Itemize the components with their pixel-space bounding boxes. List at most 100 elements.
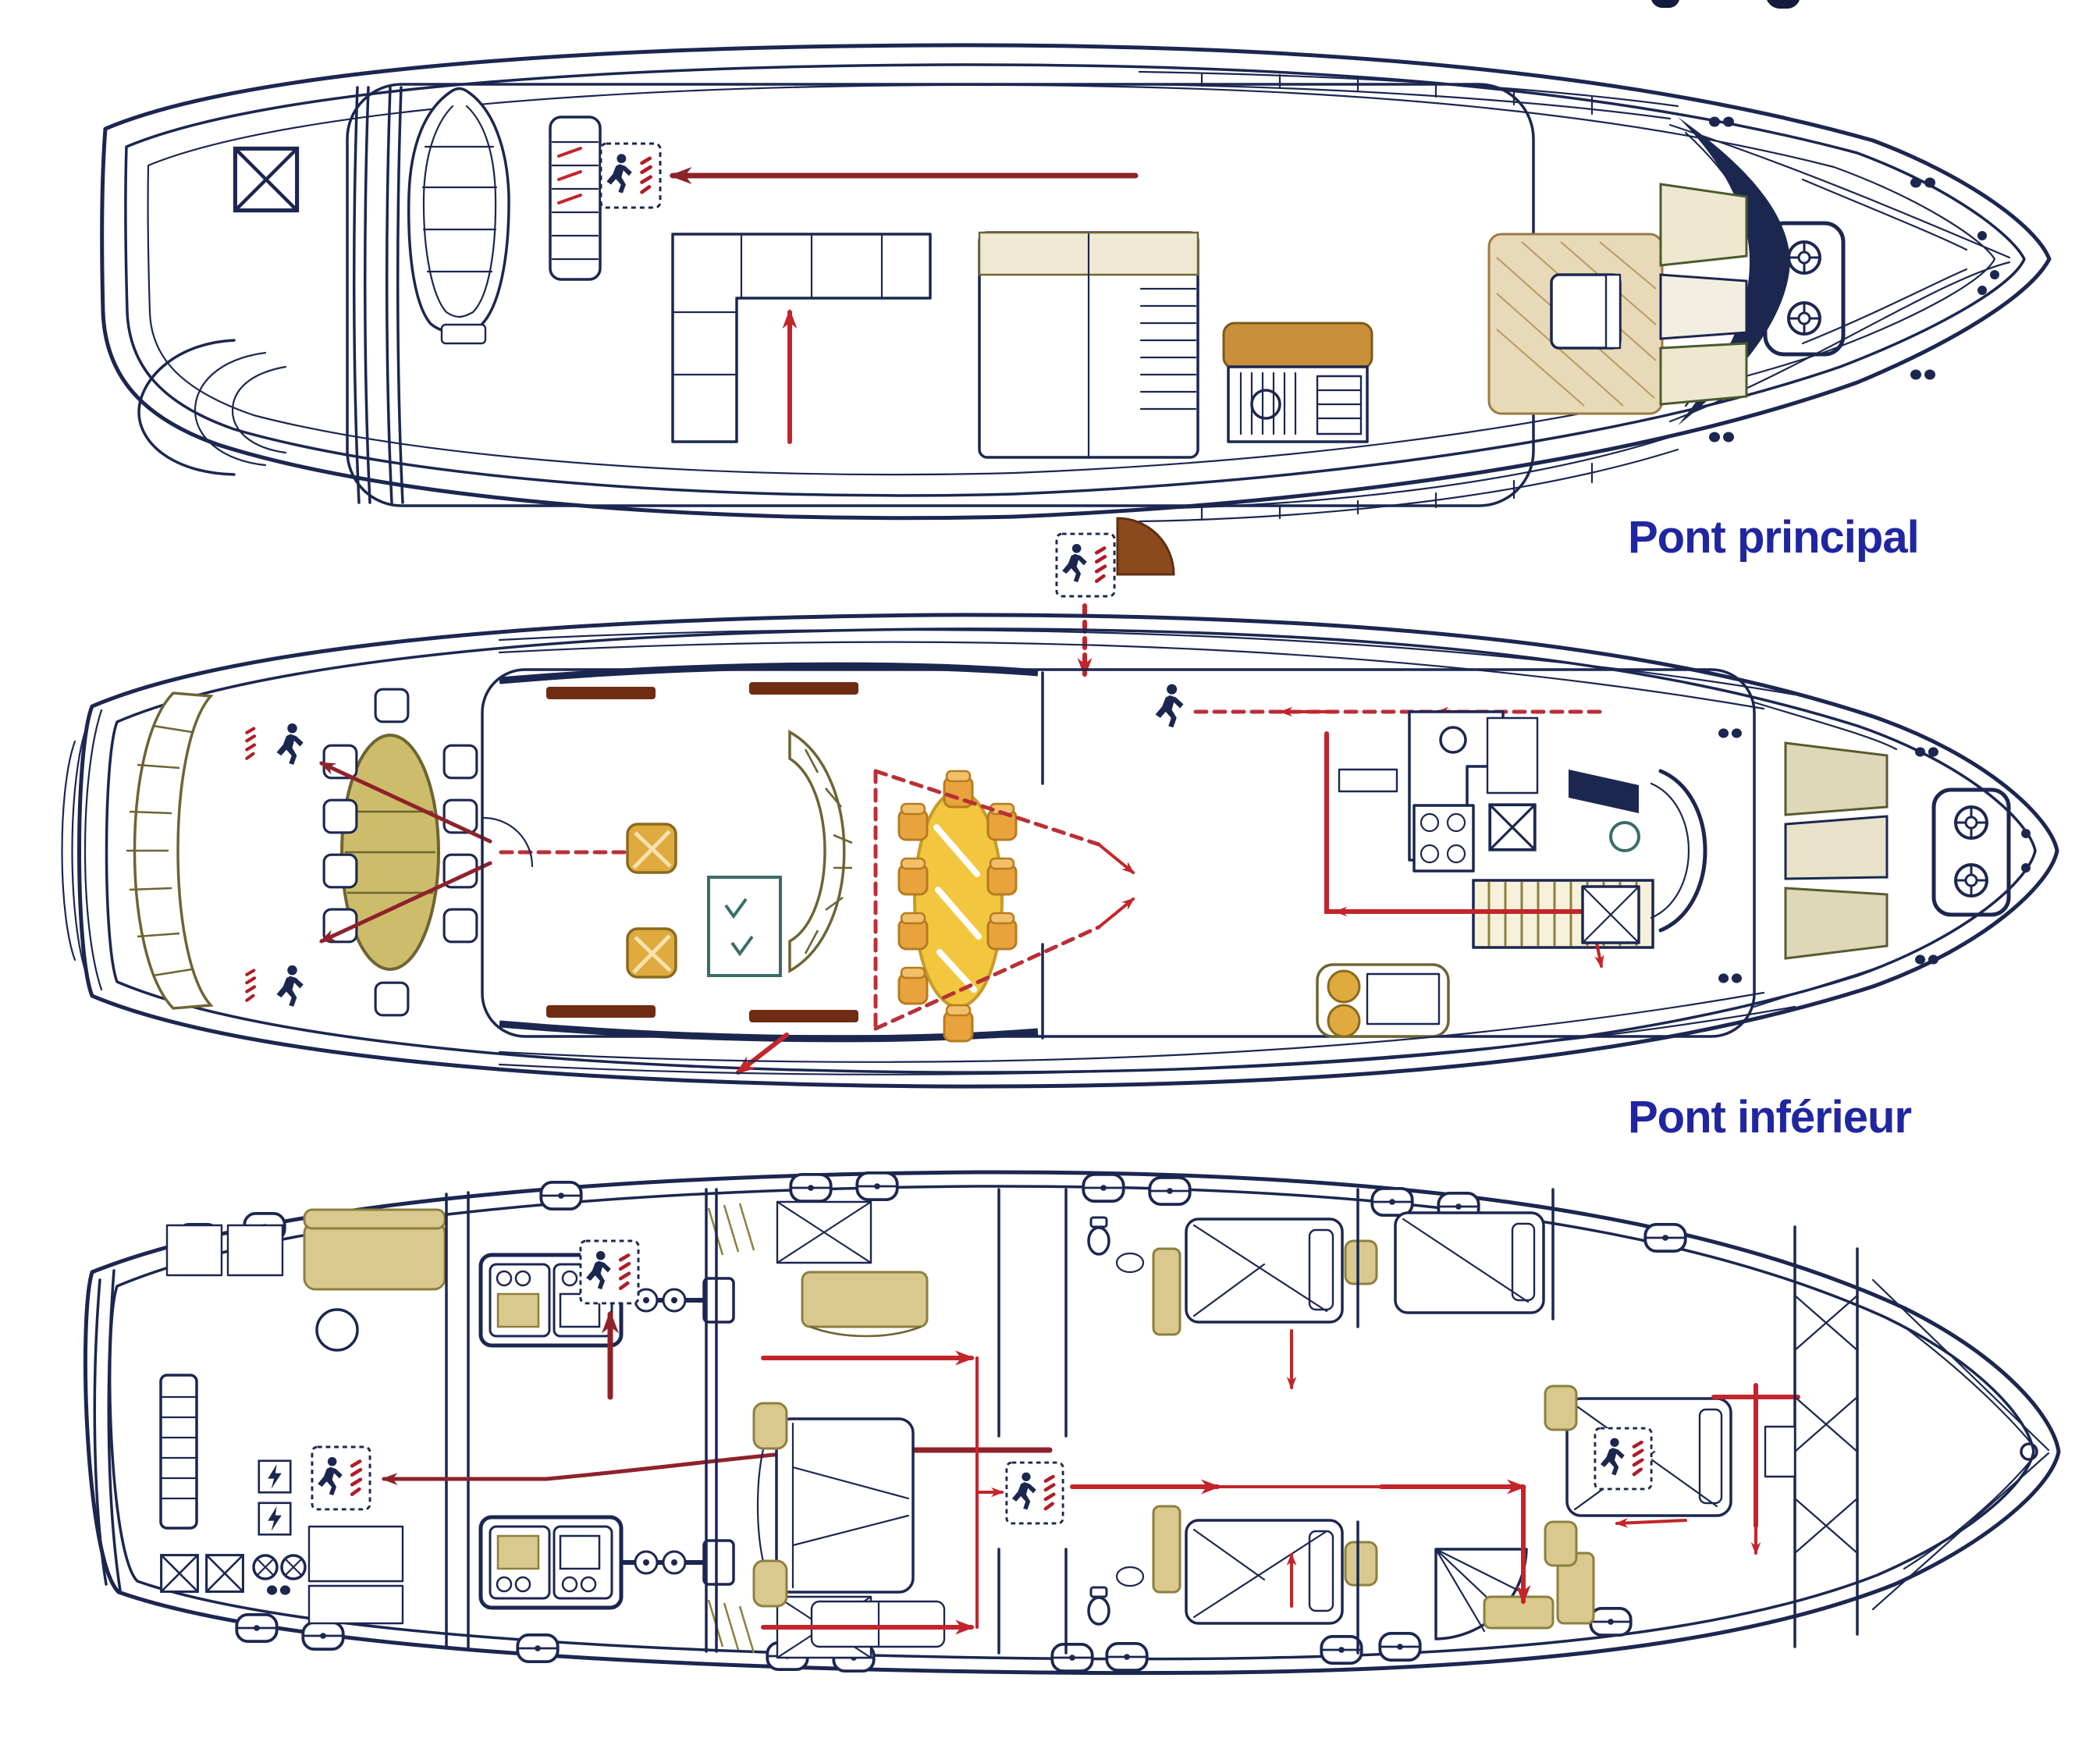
deck-chair (442, 908, 478, 944)
cleat-icon (1718, 728, 1742, 738)
bar-sink (1250, 389, 1281, 420)
aft-bench (133, 691, 214, 1010)
running-man-icon (276, 965, 304, 1007)
coffee-table (707, 876, 782, 977)
lazarette-box (165, 1224, 223, 1277)
running-man-icon (276, 723, 304, 765)
steering-gear (252, 1554, 307, 1595)
storage-box (235, 148, 297, 210)
hull-outline (100, 43, 2052, 521)
dining-chair (986, 857, 1018, 896)
sunpad (978, 231, 1199, 459)
cleat-icon (1709, 432, 1734, 443)
exit-sign (1007, 1463, 1063, 1523)
exit-sign (1057, 534, 1114, 596)
dining-chair (897, 802, 929, 841)
dinette (1316, 963, 1450, 1038)
wet-bar (1222, 322, 1373, 443)
stern-platform (93, 1224, 307, 1595)
crew-cabinet (307, 1584, 404, 1625)
cabin-walls (1356, 1188, 1555, 1655)
bow-taper-lines (1753, 701, 1898, 1008)
escape-route-dashed (873, 769, 1101, 1031)
window-sill (546, 1005, 656, 1018)
gold-armchair (627, 824, 676, 873)
deck-chair (322, 798, 358, 834)
compass (1609, 821, 1640, 852)
deck-chair (322, 853, 358, 889)
cabinet (1152, 1247, 1181, 1336)
master-bed (752, 1402, 915, 1608)
window-band-top (499, 662, 1039, 684)
dining-chair (897, 966, 929, 1005)
stairs-down-exit (1057, 517, 1175, 678)
crew-quarters (303, 1191, 470, 1650)
helm-seat (1581, 885, 1640, 944)
corridor-and-baths (997, 1188, 1181, 1655)
corridor-walls (997, 1188, 1068, 1655)
escape-route-arrow (1097, 843, 1135, 874)
caption-lower-deck: Pont inférieur (1628, 1092, 1912, 1143)
upper-deck-plan (100, 43, 2052, 678)
dining-area (897, 770, 1018, 1043)
island-shelf (1338, 768, 1398, 793)
guest-bed (1185, 1519, 1378, 1625)
watertight-door (1764, 1425, 1796, 1478)
lightning-icon (258, 1459, 292, 1494)
windshield-pane (1784, 887, 1889, 960)
instrument-wedge (1569, 770, 1639, 813)
anchor-windlass (1763, 221, 1846, 357)
partition (445, 1191, 470, 1650)
escape-route-arrow (318, 761, 492, 844)
x-box-icon (1488, 803, 1537, 851)
escape-route-arrow (318, 861, 492, 944)
wheelhouse (498, 628, 2031, 1075)
window-sill (546, 687, 656, 699)
stool (1327, 1004, 1361, 1038)
crew-settee (303, 1221, 446, 1291)
guest-cabins (1070, 1188, 1595, 1655)
exit-sign (581, 1241, 638, 1303)
red-tread-marks (557, 147, 582, 204)
radar-arch-legs (352, 86, 404, 504)
curved-sofa (788, 730, 846, 973)
gold-armchair (627, 929, 676, 977)
hatch-panel (1659, 273, 1748, 340)
transom-steps (61, 709, 103, 991)
stern-seat-arc2 (231, 365, 287, 454)
fridge (1486, 716, 1539, 794)
aft-deck (126, 688, 627, 1017)
tender-dinghy (407, 87, 510, 345)
x-box-icon (160, 1554, 199, 1593)
sink (1115, 1566, 1145, 1587)
guest-bed (1185, 1217, 1378, 1324)
hatch-panel (1659, 342, 1748, 406)
bow-fitting (2020, 1442, 2038, 1461)
cabinet (1152, 1505, 1181, 1594)
red-chevrons-icon (247, 971, 254, 1001)
winch-icon (1954, 863, 1988, 898)
exit-sign (601, 144, 660, 208)
hull-outline (77, 613, 2059, 1089)
crew-table (315, 1308, 359, 1352)
superstructure (481, 668, 1756, 1038)
vanity (801, 1271, 929, 1328)
stair-fan (1116, 517, 1175, 576)
vip-cabin (1544, 1383, 1800, 1567)
winch-icon (1954, 805, 1988, 840)
escape-route-arrow-big (735, 1033, 789, 1075)
dining-chair (897, 912, 929, 951)
x-box-icon (205, 1554, 244, 1593)
lounge-pad (1487, 233, 1664, 415)
stove (1412, 804, 1475, 873)
stairs-hatch (549, 116, 602, 281)
l-shaped-settee (671, 233, 932, 443)
sink (1115, 1252, 1145, 1274)
side-deck-lines (498, 628, 1796, 1075)
aft-door-arc (482, 816, 534, 868)
window-sill (749, 682, 858, 695)
stairs-fan (1434, 1548, 1555, 1640)
dining-chair (897, 857, 929, 896)
